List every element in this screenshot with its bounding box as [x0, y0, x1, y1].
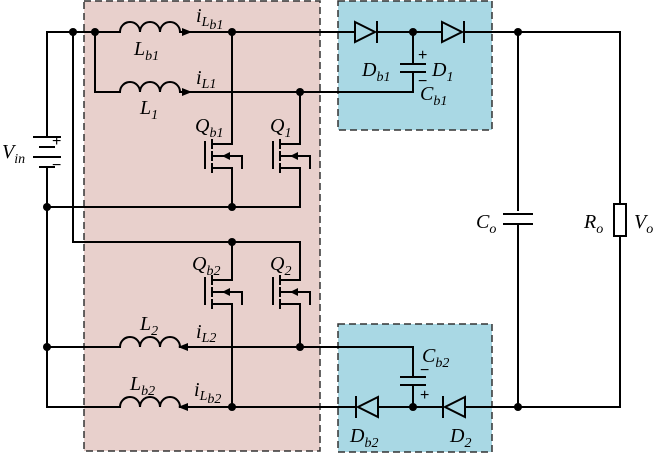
- mosfet-q2: [272, 275, 311, 348]
- qb2-label: Qb2: [192, 253, 220, 279]
- lb1-label: Lb1: [133, 38, 159, 64]
- svg-text:+: +: [420, 387, 429, 404]
- il1-arrow: [182, 88, 192, 96]
- svg-text:−: −: [420, 362, 429, 379]
- qb1-label: Qb1: [195, 115, 223, 141]
- il2-label: iL2: [196, 321, 216, 346]
- vin-minus: −: [52, 157, 61, 174]
- co-label: Co: [476, 211, 496, 237]
- svg-text:−: −: [418, 73, 427, 90]
- cb2-label: Cb2: [422, 345, 449, 371]
- cb1-label: Cb1: [420, 83, 447, 109]
- mosfet-qb2: [204, 275, 243, 408]
- vo-label: Vo: [634, 211, 653, 237]
- db2-label: Db2: [349, 425, 378, 451]
- q1-label: Q1: [270, 115, 291, 141]
- capacitor-cb1: + −: [400, 31, 427, 93]
- diode-d2: [442, 395, 621, 419]
- lb2-label: Lb2: [129, 373, 155, 399]
- mosfet-qb1: [204, 139, 243, 208]
- ro-label: Ro: [583, 211, 603, 237]
- lower-diode-region: [337, 323, 493, 453]
- diode-db1: [354, 20, 441, 44]
- l1-label: L1: [139, 97, 158, 123]
- ilb2-label: iLb2: [194, 379, 221, 407]
- d1-label: D1: [431, 59, 453, 85]
- il2-arrow: [178, 343, 188, 351]
- l2-label: L2: [139, 313, 158, 339]
- inductor-lb2: [118, 396, 356, 409]
- vin-label: Vin: [2, 141, 25, 167]
- il1-label: iL1: [196, 67, 216, 92]
- converter-region: [83, 0, 321, 452]
- ilb1-arrow: [182, 28, 192, 36]
- vin-plus: +: [52, 133, 61, 150]
- q2-label: Q2: [270, 253, 291, 279]
- junction-dots: [43, 28, 522, 411]
- upper-diode-region: [337, 0, 493, 131]
- capacitor-co: [503, 213, 533, 225]
- capacitor-cb2: − +: [400, 346, 429, 408]
- d2-label: D2: [449, 425, 471, 451]
- ilb1-label: iLb1: [196, 5, 223, 33]
- resistor-ro: [613, 203, 627, 237]
- diode-d1: [441, 20, 621, 44]
- mosfet-q1: [272, 139, 311, 208]
- svg-text:+: +: [418, 47, 427, 64]
- db1-label: Db1: [361, 59, 390, 85]
- ilb2-arrow: [178, 403, 188, 411]
- inductor-l1: [118, 81, 301, 94]
